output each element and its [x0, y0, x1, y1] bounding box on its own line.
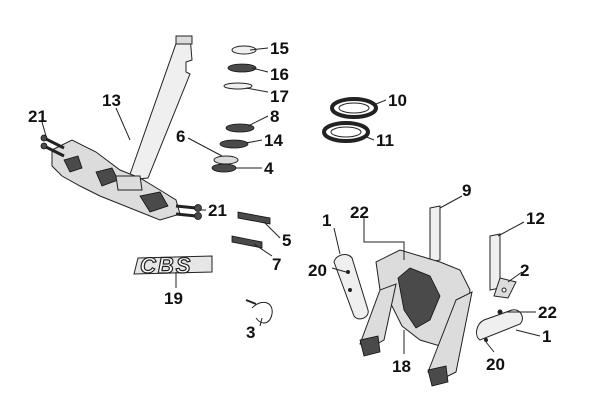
- callout-16: 16: [270, 65, 289, 84]
- callout-15: 15: [270, 39, 289, 58]
- clamp-parts: [231, 211, 271, 249]
- nut-22: [497, 309, 503, 315]
- callout-13: 13: [102, 91, 121, 110]
- callout-22-top: 22: [350, 203, 369, 222]
- callout-21-right: 21: [208, 201, 227, 220]
- fender-shadow: [397, 267, 441, 329]
- bracket-clamp-right: [139, 191, 169, 213]
- callout-1-left: 1: [322, 211, 331, 230]
- callout-12: 12: [526, 209, 545, 228]
- leader-lines: [41, 47, 541, 354]
- bearing-rings: [322, 97, 378, 143]
- steering-stem: [127, 35, 193, 181]
- callout-17: 17: [270, 87, 289, 106]
- bearing-stack: [211, 45, 257, 173]
- axle-left: [359, 335, 381, 357]
- callout-20-left: 20: [308, 261, 327, 280]
- callout-21-left: 21: [28, 107, 47, 126]
- part-17-ring: [223, 82, 253, 90]
- callout-22-right: 22: [538, 303, 557, 322]
- screw-20c: [484, 338, 488, 342]
- callout-18: 18: [392, 357, 411, 376]
- callout-labels: 15 16 17 8 6 14 4 13 21 21 10 11 9 12 1 …: [28, 39, 557, 376]
- bracket-lug: [63, 155, 83, 173]
- cbs-decal: CBS: [133, 252, 213, 279]
- part-6-seal: [213, 155, 239, 165]
- fork-tube-left: [429, 205, 441, 263]
- part-4-race: [211, 163, 237, 173]
- screw-20a: [346, 270, 350, 274]
- stem-base: [115, 175, 143, 191]
- part-14-bearing: [219, 139, 249, 149]
- callout-20-right: 20: [486, 355, 505, 374]
- stem-top-thread: [175, 35, 193, 45]
- callout-7: 7: [272, 255, 281, 274]
- part-1-reflector-right: [476, 309, 523, 341]
- callout-9: 9: [462, 181, 471, 200]
- callout-2: 2: [520, 261, 529, 280]
- screw-20b: [348, 288, 352, 292]
- callout-1-right: 1: [542, 327, 551, 346]
- part-11-ring: [322, 121, 370, 143]
- part-15-nut: [231, 45, 257, 55]
- part-10-ring: [330, 97, 378, 119]
- bolts-21-right: [175, 204, 202, 220]
- callout-8: 8: [270, 107, 279, 126]
- fork-leg-right: [427, 291, 473, 381]
- part-5-clamp: [237, 211, 271, 225]
- callout-11: 11: [376, 131, 394, 150]
- callout-6: 6: [176, 127, 185, 146]
- callout-5: 5: [282, 231, 291, 250]
- steering-stem-assembly: [51, 35, 193, 221]
- callout-3: 3: [246, 323, 255, 342]
- part-16-washer: [227, 63, 257, 73]
- callout-14: 14: [264, 131, 283, 150]
- part-8-race: [225, 123, 255, 133]
- callout-19: 19: [164, 289, 183, 308]
- bolts-21-left: [40, 134, 65, 158]
- part-7-clamp: [231, 235, 263, 249]
- callout-10: 10: [388, 91, 407, 110]
- cbs-logo-text: CBS: [140, 253, 192, 278]
- axle-right: [427, 365, 449, 387]
- callout-4: 4: [264, 159, 274, 178]
- part-1-reflector-left: [333, 254, 369, 320]
- part-3-hook: [245, 299, 273, 324]
